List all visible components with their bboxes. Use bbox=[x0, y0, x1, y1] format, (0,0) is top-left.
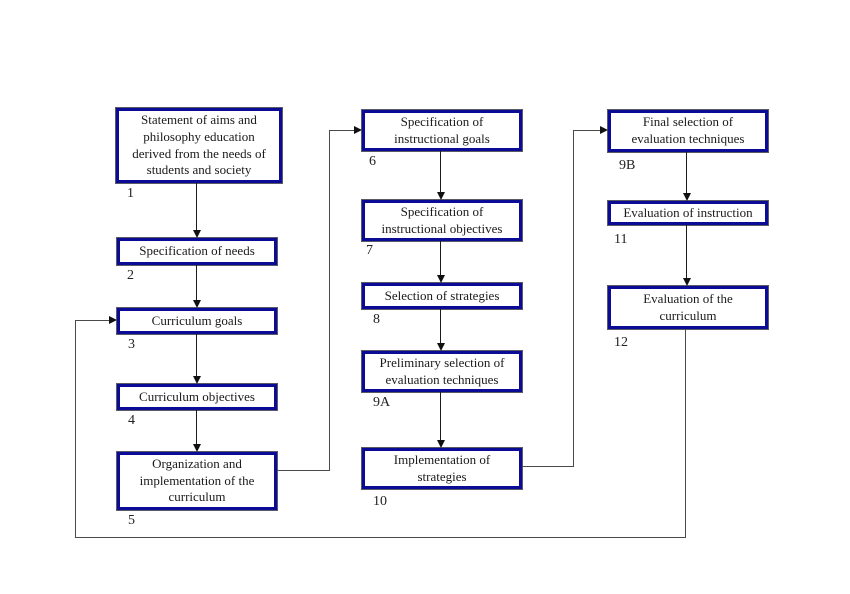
flowchart-box-9a: Preliminary selection of evaluation tech… bbox=[362, 351, 522, 392]
flowchart-box-12: Evaluation of the curriculum bbox=[608, 286, 768, 329]
flowchart-box-2: Specification of needs bbox=[117, 238, 277, 265]
arrow-line-9b-11 bbox=[686, 152, 687, 193]
arrowhead-down-icon bbox=[437, 192, 445, 200]
box-text-7: Specification of instructional objective… bbox=[381, 203, 503, 236]
flowchart-box-3: Curriculum goals bbox=[117, 308, 277, 334]
connector-10-9b-vertical bbox=[573, 130, 574, 467]
flowchart-box-6: Specification of instructional goals bbox=[362, 110, 522, 151]
box-text-9a: Preliminary selection of evaluation tech… bbox=[379, 354, 505, 387]
arrow-line-8-9a bbox=[440, 309, 441, 343]
arrowhead-right-icon bbox=[600, 126, 608, 134]
feedback-left-vertical bbox=[75, 320, 76, 538]
box-text-10: Implementation of strategies bbox=[393, 451, 491, 484]
flowchart-box-11: Evaluation of instruction bbox=[608, 201, 768, 225]
box-number-1: 1 bbox=[127, 186, 134, 201]
box-number-10: 10 bbox=[373, 494, 387, 509]
connector-10-9b-entry bbox=[573, 130, 600, 131]
box-text-2: Specification of needs bbox=[139, 243, 255, 259]
connector-5-6-vertical bbox=[329, 130, 330, 471]
flowchart-box-9b: Final selection of evaluation techniques bbox=[608, 110, 768, 152]
flowchart-box-7: Specification of instructional objective… bbox=[362, 200, 522, 241]
arrowhead-down-icon bbox=[193, 444, 201, 452]
arrow-line-11-12 bbox=[686, 225, 687, 278]
flowchart-box-5: Organization and implementation of the c… bbox=[117, 452, 277, 510]
box-number-4: 4 bbox=[128, 413, 135, 428]
arrowhead-down-icon bbox=[193, 230, 201, 238]
arrow-line-6-7 bbox=[440, 151, 441, 192]
box-text-6: Specification of instructional goals bbox=[394, 113, 490, 146]
box-number-5: 5 bbox=[128, 513, 135, 528]
box-text-3: Curriculum goals bbox=[151, 312, 243, 328]
box-text-5: Organization and implementation of the c… bbox=[139, 455, 255, 505]
box-number-7: 7 bbox=[366, 243, 373, 258]
arrow-line-7-8 bbox=[440, 241, 441, 275]
box-number-9b: 9B bbox=[619, 158, 636, 173]
feedback-bottom-horizontal bbox=[75, 537, 686, 538]
flowchart-box-10: Implementation of strategies bbox=[362, 448, 522, 489]
box-number-12: 12 bbox=[614, 335, 628, 350]
arrow-line-2-3 bbox=[196, 265, 197, 300]
box-number-6: 6 bbox=[369, 154, 376, 169]
arrowhead-right-icon bbox=[354, 126, 362, 134]
box-text-8: Selection of strategies bbox=[384, 287, 500, 303]
arrow-line-3-4 bbox=[196, 334, 197, 376]
arrowhead-down-icon bbox=[193, 300, 201, 308]
arrowhead-down-icon bbox=[437, 275, 445, 283]
box-text-1: Statement of aims and philosophy educati… bbox=[132, 111, 266, 178]
arrowhead-down-icon bbox=[437, 440, 445, 448]
flowchart-box-8: Selection of strategies bbox=[362, 283, 522, 309]
arrowhead-down-icon bbox=[193, 376, 201, 384]
box-number-3: 3 bbox=[128, 337, 135, 352]
arrowhead-down-icon bbox=[683, 278, 691, 286]
box-number-2: 2 bbox=[127, 268, 134, 283]
feedback-entry-3 bbox=[75, 320, 109, 321]
box-text-11: Evaluation of instruction bbox=[623, 204, 753, 220]
box-number-11: 11 bbox=[614, 232, 628, 247]
arrow-line-1-2 bbox=[196, 183, 197, 230]
connector-5-6-horizontal bbox=[277, 470, 329, 471]
box-text-12: Evaluation of the curriculum bbox=[643, 290, 733, 323]
box-number-8: 8 bbox=[373, 312, 380, 327]
arrow-line-4-5 bbox=[196, 410, 197, 444]
flowchart-box-4: Curriculum objectives bbox=[117, 384, 277, 410]
connector-10-9b-horizontal bbox=[522, 466, 573, 467]
feedback-12-down bbox=[685, 329, 686, 537]
arrowhead-down-icon bbox=[437, 343, 445, 351]
box-number-9a: 9A bbox=[373, 395, 391, 410]
box-text-4: Curriculum objectives bbox=[139, 388, 255, 404]
arrowhead-right-icon bbox=[109, 316, 117, 324]
flowchart-box-1: Statement of aims and philosophy educati… bbox=[116, 108, 282, 183]
box-text-9b: Final selection of evaluation techniques bbox=[631, 114, 745, 146]
arrowhead-down-icon bbox=[683, 193, 691, 201]
arrow-line-9a-10 bbox=[440, 392, 441, 440]
connector-5-6-entry bbox=[329, 130, 354, 131]
